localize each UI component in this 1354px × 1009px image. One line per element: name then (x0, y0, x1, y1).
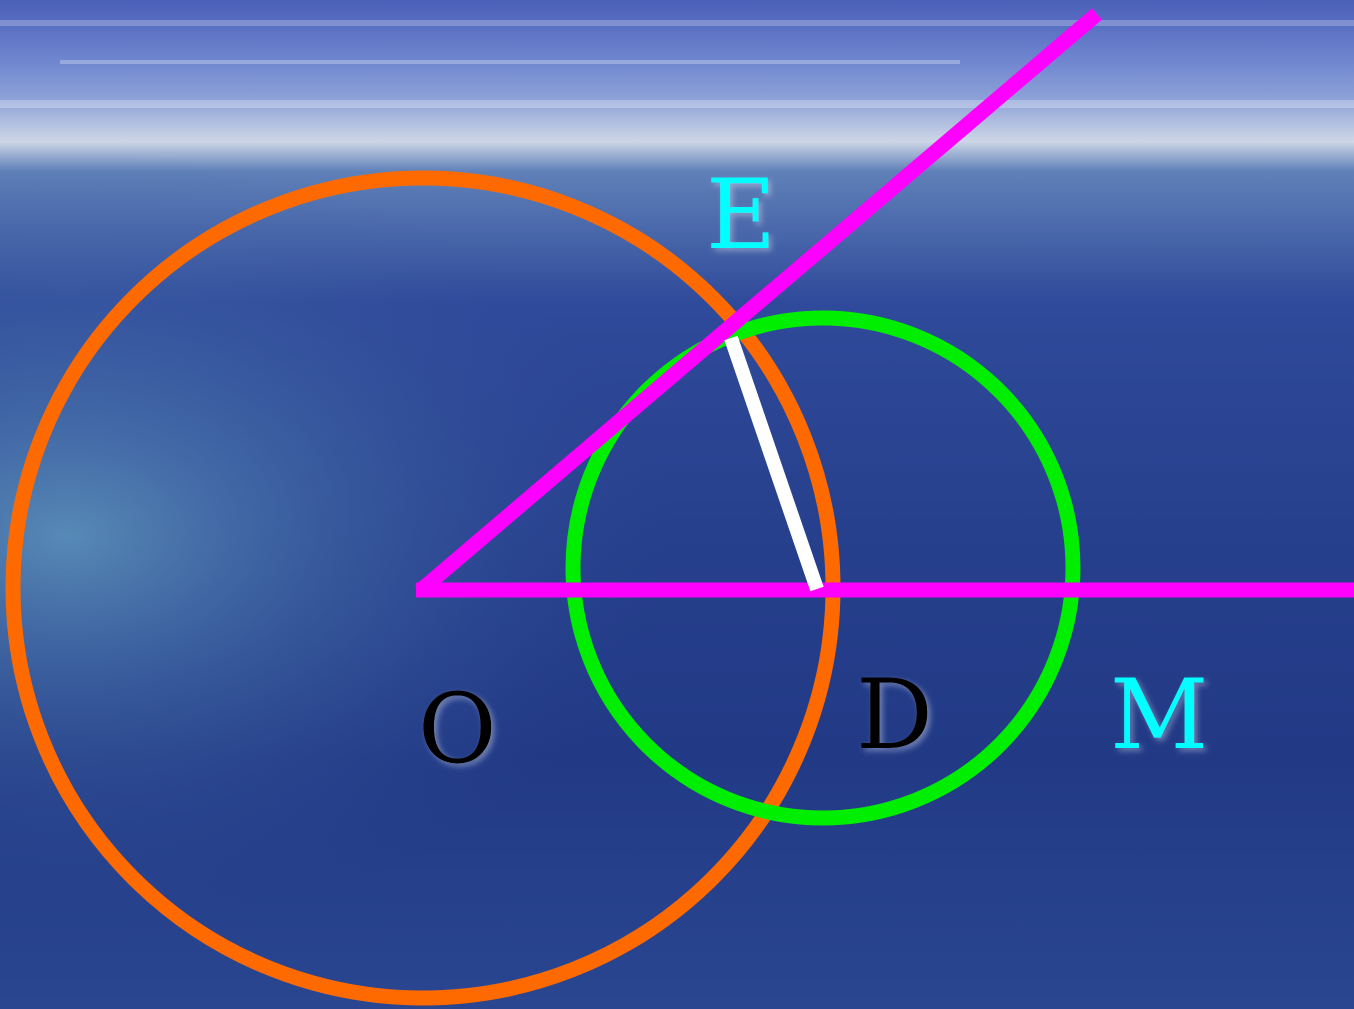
label-o: O (418, 673, 497, 785)
segment-ed (724, 335, 824, 592)
background-glow (0, 150, 1354, 1009)
sky-streaks (0, 20, 1354, 108)
circle-d (565, 310, 1081, 826)
ray-oe (415, 8, 1102, 597)
label-e: E (706, 159, 776, 271)
label-m: M (1110, 659, 1208, 771)
label-d: D (856, 659, 933, 771)
